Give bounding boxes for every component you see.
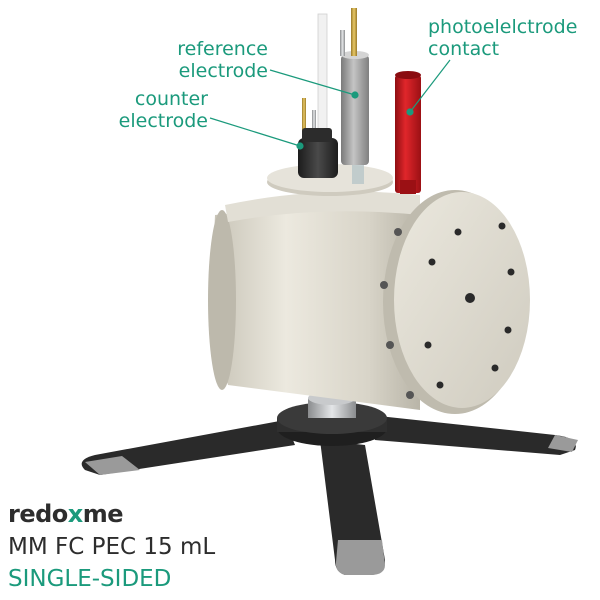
photoelectrode-contact-label: photoelelctrode contact xyxy=(428,16,577,60)
counter-leader-line xyxy=(209,117,301,147)
reference-label-line2: electrode xyxy=(178,60,268,82)
logo-part3: me xyxy=(82,500,124,528)
product-name: MM FC PEC 15 mL xyxy=(8,534,216,560)
counter-label-line1: counter xyxy=(134,88,208,110)
tripod-stand xyxy=(81,391,578,575)
logo-part2: x xyxy=(67,500,83,528)
photoelectrode-contact xyxy=(395,71,421,194)
reference-electrode-label: reference electrode xyxy=(150,38,268,82)
counter-electrode-label: counter electrode xyxy=(90,88,208,132)
reference-electrode xyxy=(340,8,369,184)
product-variant: SINGLE-SIDED xyxy=(8,566,172,592)
photo-label-line2: contact xyxy=(428,38,500,60)
photo-label-line1: photoelelctrode xyxy=(428,16,578,38)
logo-part1: redo xyxy=(8,500,68,528)
cell-body xyxy=(208,191,420,410)
counter-label-line2: electrode xyxy=(118,110,208,132)
reference-leader-line xyxy=(269,69,356,96)
reference-label-line1: reference xyxy=(177,38,268,60)
leader-lines xyxy=(209,59,451,150)
counter-electrode xyxy=(298,98,338,178)
front-flange xyxy=(380,190,530,414)
redoxme-logo: redoxme xyxy=(8,500,124,528)
photo-leader-line xyxy=(409,59,451,113)
